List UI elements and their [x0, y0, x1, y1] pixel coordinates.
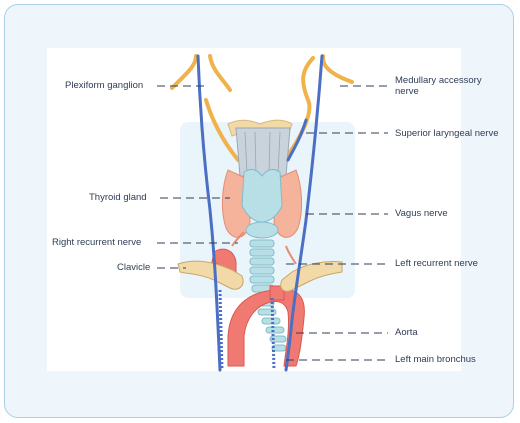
label-vagus-nerve: Vagus nerve [395, 208, 448, 219]
label-left-main-bronchus: Left main bronchus [395, 354, 476, 365]
label-right-recurrent-nerve: Right recurrent nerve [52, 237, 142, 248]
trachea [249, 239, 287, 352]
right-recurrent-nerve [231, 231, 245, 247]
label-medullary-accessory-nerve: Medullary accessory nerve [395, 75, 482, 97]
aortic-branch [269, 285, 285, 301]
label-clavicle: Clavicle [117, 262, 151, 273]
aorta [227, 289, 305, 367]
larynx [235, 127, 291, 177]
recurrent-nerves [218, 289, 276, 371]
label-aorta: Aorta [395, 327, 418, 338]
left-recurrent-nerve [285, 245, 297, 265]
clavicle-left [177, 260, 244, 290]
label-plexiform-ganglion: Plexiform ganglion [65, 80, 144, 91]
label-superior-laryngeal-nerve: Superior laryngeal nerve [395, 128, 499, 139]
label-left-recurrent-nerve: Left recurrent nerve [395, 258, 478, 269]
cricoid-cartilage [245, 221, 279, 239]
thyroid-cartilage [241, 168, 283, 223]
vagus-nerves [196, 54, 324, 372]
label-thyroid-gland: Thyroid gland [89, 192, 147, 203]
leader-lines [157, 85, 388, 361]
larynx-ridges [244, 131, 281, 175]
